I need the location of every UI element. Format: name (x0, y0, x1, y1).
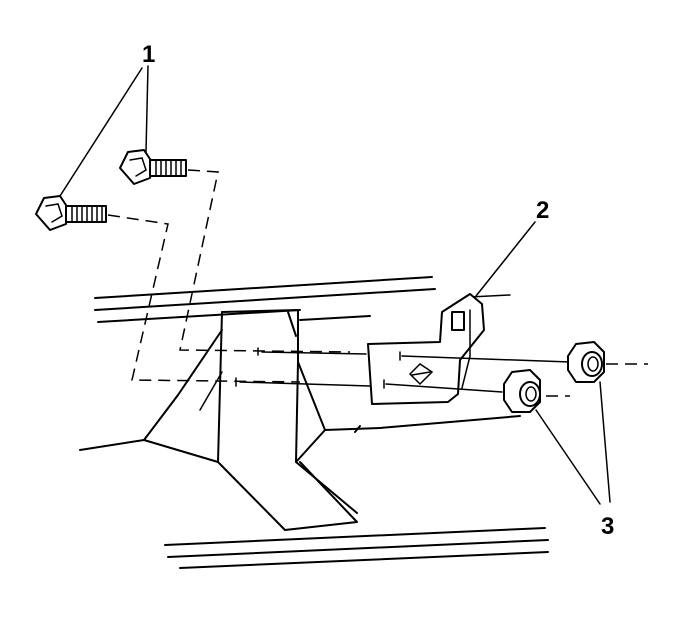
nut-group (503, 341, 611, 505)
nut-lower (503, 369, 541, 413)
bracket-part (367, 221, 536, 405)
nut-centerlines (239, 351, 648, 397)
vehicle-frame-structure (79, 276, 549, 569)
bolt-centerlines (107, 169, 351, 387)
callout-3-label: 3 (601, 513, 614, 540)
bolt-group (35, 65, 187, 231)
leader-line-3a (599, 381, 611, 503)
leader-line-3b (535, 409, 601, 505)
leader-line-2 (475, 221, 536, 297)
nut-upper (567, 341, 605, 383)
leader-line-1a (145, 65, 149, 153)
callout-2-label: 2 (536, 197, 549, 224)
bolt-lower (35, 195, 107, 231)
leader-line-1b (59, 67, 143, 197)
callout-1-label: 1 (142, 41, 155, 68)
bolt-upper (119, 149, 187, 185)
